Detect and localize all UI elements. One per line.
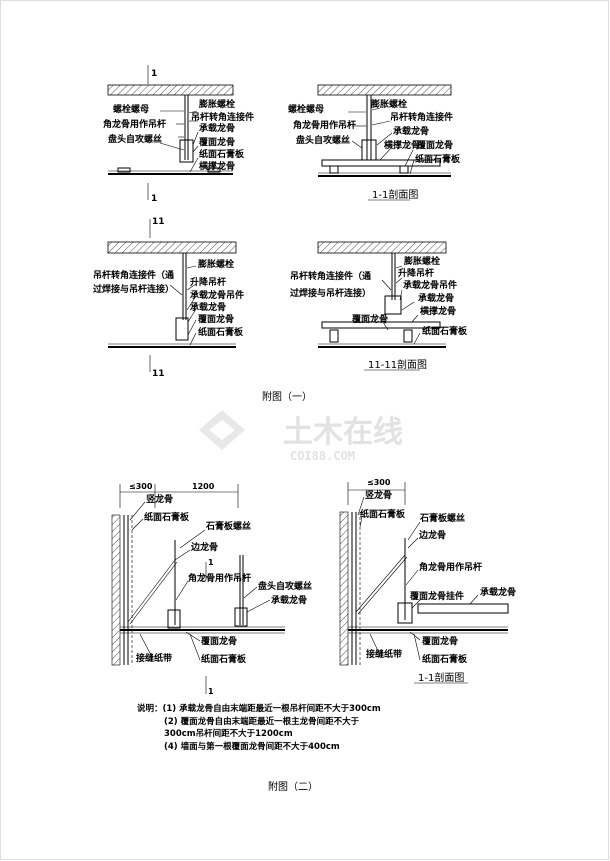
mark-left-top: 1 (208, 558, 214, 567)
main-runner (175, 317, 189, 341)
dim-right-d1: ≤300 (367, 478, 391, 487)
label-b-5: 承载龙骨 (393, 125, 429, 137)
right-label-5: 角龙骨用作吊杆 (419, 561, 482, 573)
ceiling-slab (317, 84, 452, 96)
ceiling-slab (107, 241, 237, 254)
label-d-6: 承载龙骨 (418, 292, 454, 304)
mark-left-bottom: 1 (208, 687, 214, 696)
label-a-6: 承载龙骨 (199, 122, 235, 134)
wall (111, 514, 121, 666)
right-label-7: 承载龙骨 (480, 586, 516, 598)
label-c-1: 膨胀螺栓 (197, 258, 234, 270)
left-label-4: 边龙骨 (190, 541, 218, 553)
label-d-4: 过焊接与吊杆连接） (290, 287, 371, 299)
section-mark-bottom: 11 (152, 369, 165, 379)
section-d: 膨胀螺栓 吊杆转角连接件（通 升降吊杆 过焊接与吊杆连接） 承载龙骨吊件 承载龙… (290, 241, 468, 371)
label-c-3: 过焊接与吊杆连接） (93, 283, 174, 295)
right-label-6: 覆面龙骨挂件 (410, 590, 464, 602)
right-label-9: 接缝纸带 (366, 648, 402, 660)
label-c-7: 覆面龙骨 (198, 313, 234, 325)
section-a: 1 1 螺栓螺母 膨胀螺栓 角龙骨用作吊杆 吊杆转角连接件 盘头自攻螺丝 承载龙… (103, 65, 254, 204)
label-b-3: 角龙骨用作吊杆 (293, 119, 356, 131)
main-runner-section (417, 603, 509, 614)
dim-left-d1: ≤300 (129, 482, 153, 491)
left-label-6: 盘头自攻螺丝 (258, 580, 312, 592)
cross-runner (321, 321, 441, 329)
note-1: 说明：(1) 承载龙骨自由末端距最近一根吊杆间距不大于300cm (137, 703, 381, 714)
label-d-3: 升降吊杆 (398, 267, 434, 279)
label-a-5: 盘头自攻螺丝 (108, 133, 162, 145)
label-b-2: 膨胀螺栓 (370, 98, 407, 110)
label-c-4: 升降吊杆 (190, 276, 226, 288)
label-d-8: 覆面龙骨 (352, 313, 388, 325)
label-d-5: 承载龙骨吊件 (403, 279, 457, 291)
label-a-7: 覆面龙骨 (199, 136, 235, 148)
label-c-6: 承载龙骨 (190, 301, 226, 313)
main-runner (384, 295, 402, 315)
label-c-5: 承载龙骨吊件 (190, 289, 244, 301)
label-a-2: 膨胀螺栓 (198, 98, 235, 110)
ceiling-slab (317, 241, 447, 254)
watermark: 土木在线 COI88.COM (199, 410, 403, 463)
right-label-2: 纸面石膏板 (360, 508, 406, 520)
cross-runner (321, 159, 441, 167)
label-a-1: 螺栓螺母 (113, 103, 149, 115)
note-2: (2) 覆面龙骨自由末端距最近一根主龙骨间距不大于 (164, 716, 360, 727)
note-4: (4) 墙面与第一根覆面龙骨间距不大于400cm (164, 741, 340, 752)
notes: 说明：(1) 承载龙骨自由末端距最近一根吊杆间距不大于300cm (2) 覆面龙… (137, 703, 381, 752)
label-d-9: 纸面石膏板 (422, 325, 468, 337)
dim-left-d2: 1200 (192, 482, 215, 491)
label-a-8: 纸面石膏板 (199, 148, 245, 160)
label-b-7: 横撑龙骨 (384, 139, 420, 151)
left-label-9: 接缝纸带 (136, 652, 172, 664)
left-label-3: 石膏板螺丝 (205, 520, 251, 532)
watermark-text: 土木在线 (283, 415, 403, 450)
section-b: 螺栓螺母 膨胀螺栓 角龙骨用作吊杆 吊杆转角连接件 承载龙骨 盘头自攻螺丝 横撑… (288, 84, 461, 201)
figure2-caption: 附图（二） (268, 780, 318, 793)
label-d-2: 吊杆转角连接件（通 (290, 270, 371, 282)
label-b-1: 螺栓螺母 (288, 103, 324, 115)
right-label-8: 覆面龙骨 (422, 635, 458, 647)
watermark-subtext: COI88.COM (290, 449, 355, 463)
section-c: 11 11 膨胀螺栓 吊杆转角连接件（通 过焊接与吊杆连接） 升降吊杆 承载龙骨… (93, 217, 244, 379)
section-mark-bottom: 1 (151, 194, 157, 204)
label-d-7: 横撑龙骨 (420, 305, 456, 317)
left-label-1: 竖龙骨 (146, 493, 173, 505)
left-label-8: 覆面龙骨 (201, 635, 237, 647)
fig2-left: ≤300 1200 1 1 竖龙骨 纸面石膏板 石膏板螺丝 边龙骨 角龙骨用作吊… (111, 482, 312, 696)
main-runner (179, 139, 194, 163)
label-c-8: 纸面石膏板 (198, 326, 244, 338)
left-label-7: 承载龙骨 (271, 594, 307, 606)
label-b-6: 盘头自攻螺丝 (296, 134, 350, 146)
label-b-8: 覆面龙骨 (417, 139, 453, 151)
section-mark-top: 11 (152, 217, 165, 227)
left-label-2: 纸面石膏板 (144, 511, 190, 523)
figure1-caption: 附图（一） (262, 390, 312, 403)
right-label-3: 石膏板螺丝 (419, 512, 465, 524)
main-runner (361, 139, 377, 161)
right-caption: 1-1剖面图 (418, 671, 464, 684)
label-d-1: 膨胀螺栓 (403, 255, 440, 267)
ceiling-slab (107, 84, 234, 96)
label-b-9: 纸面石膏板 (415, 153, 461, 165)
label-a-3: 角龙骨用作吊杆 (103, 118, 166, 130)
right-label-10: 纸面石膏板 (422, 653, 468, 665)
label-a-4: 吊杆转角连接件 (191, 111, 254, 123)
section-mark-top: 1 (151, 69, 157, 79)
note-3: 300cm吊杆间距不大于1200cm (164, 728, 293, 739)
wall (339, 511, 349, 666)
label-c-2: 吊杆转角连接件（通 (93, 269, 174, 281)
left-label-5: 角龙骨用作吊杆 (188, 572, 251, 584)
right-label-4: 边龙骨 (418, 529, 446, 541)
section-d-caption: 11-11剖面图 (368, 358, 427, 371)
section-b-caption: 1-1剖面图 (372, 188, 418, 201)
label-a-9: 横撑龙骨 (199, 160, 235, 172)
left-label-10: 纸面石膏板 (201, 653, 247, 665)
label-b-4: 吊杆转角连接件 (390, 111, 453, 123)
right-label-1: 竖龙骨 (365, 489, 392, 501)
fig2-right: ≤300 竖龙骨 纸面石膏板 石膏板螺丝 边龙骨 角龙骨用作吊杆 覆面龙骨挂件 … (339, 478, 516, 684)
